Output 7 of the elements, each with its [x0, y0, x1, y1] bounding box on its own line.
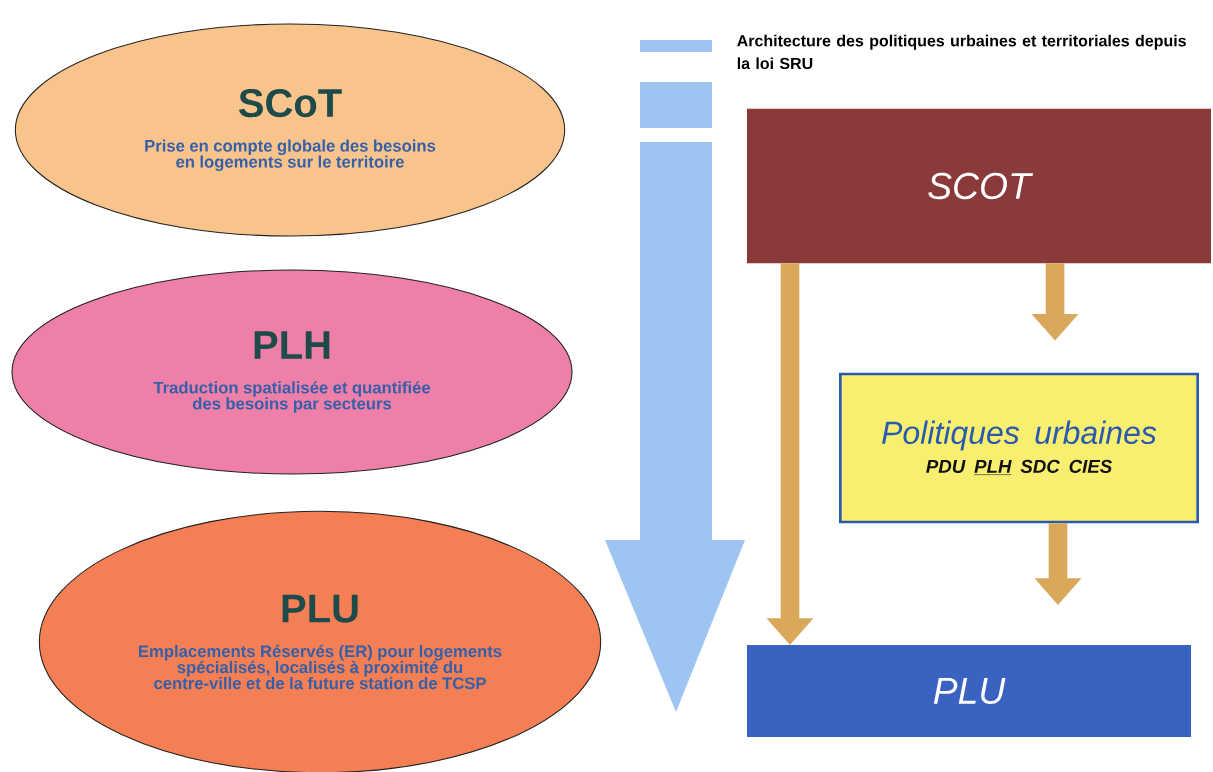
box-node: PLU — [747, 645, 1191, 737]
ellipse-node: SCoT Prise en compte globale des besoins en logements sur le territoire — [14, 23, 566, 237]
ellipse-node: PLU Emplacements Réservés (ER) pour logements spécialisés, localisés à proximité du centre-ville et de la future station de TCSP — [38, 510, 602, 772]
box-node: Politiques urbaines PDU PLH SDC CIES — [839, 372, 1199, 524]
ellipse-node: PLH Traduction spatialisée et quantifiée des besoins par secteurs — [11, 269, 573, 475]
box-node: SCOT — [747, 108, 1211, 264]
title: Architecture des politiques urbaines et territoriales depuis la loi SRU — [737, 34, 1186, 70]
